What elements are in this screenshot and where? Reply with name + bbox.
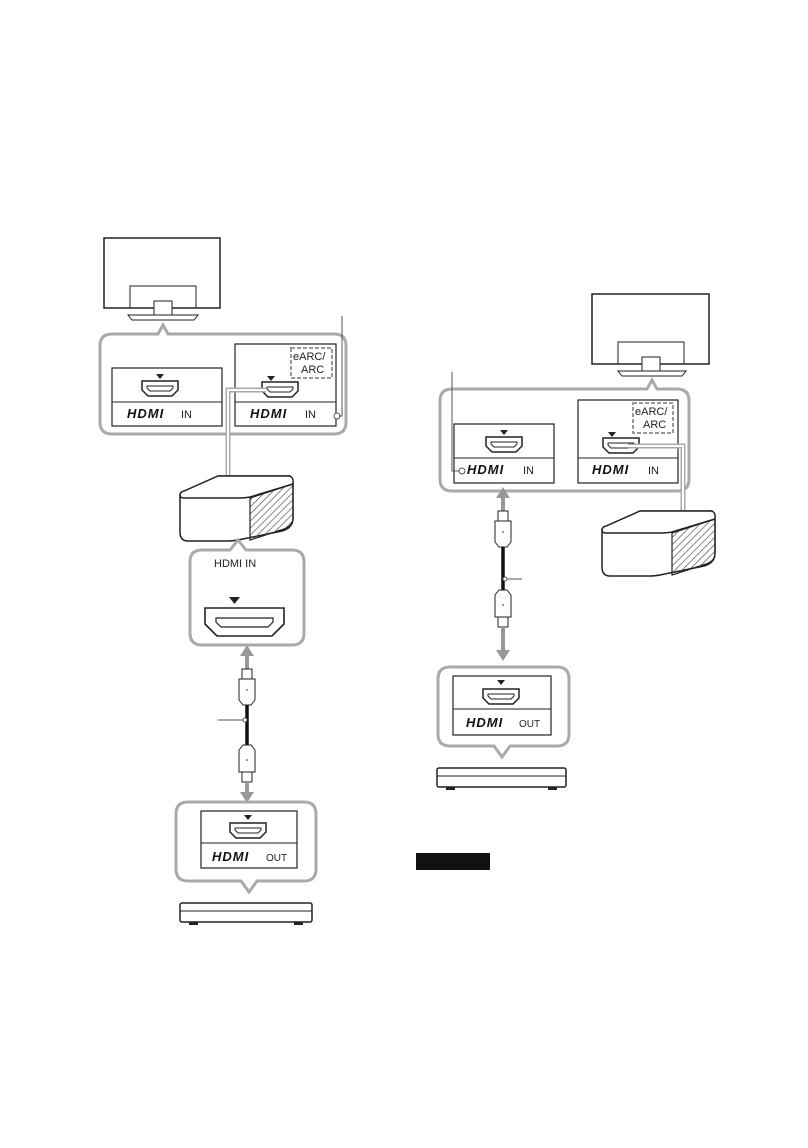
soundbar-hdmi-in-label: HDMI IN — [214, 558, 256, 570]
arc-label: ARC — [643, 419, 666, 431]
port-out-label: OUT — [266, 853, 287, 864]
hdmi-logo: HDMI — [466, 715, 503, 730]
note-label-bar — [416, 853, 490, 870]
soundbar-icon — [602, 511, 715, 576]
earc-label: eARC/ — [293, 351, 326, 363]
hdmi-logo: HDMI — [212, 849, 249, 864]
player-icon — [437, 768, 566, 790]
hdmi-logo: HDMI — [467, 462, 504, 477]
tv-hdmi-in-earc-port: eARC/ ARC HDMI IN — [578, 400, 678, 483]
hdmi-logo: HDMI — [127, 406, 164, 421]
earc-label: eARC/ — [635, 406, 668, 418]
hdmi-port-icon — [262, 382, 298, 397]
port-in-label: IN — [181, 409, 192, 421]
tv-icon — [592, 294, 709, 376]
hdmi-cable-icon — [495, 487, 522, 661]
arc-label: ARC — [301, 364, 324, 376]
hdmi-logo: HDMI — [250, 406, 287, 421]
hdmi-cable-icon — [218, 645, 255, 803]
soundbar-icon — [180, 476, 293, 541]
right-diagram: HDMI IN eARC/ ARC HDMI IN — [437, 294, 715, 790]
player-hdmi-out-port: HDMI OUT — [201, 811, 297, 868]
port-in-label: IN — [305, 409, 316, 421]
hdmi-port-icon — [486, 437, 522, 452]
port-in-label: IN — [648, 465, 659, 477]
tv-hdmi-in-port-1: HDMI IN — [112, 368, 222, 426]
port-in-label: IN — [523, 465, 534, 477]
tv-icon — [104, 238, 220, 320]
left-diagram: HDMI IN eARC/ ARC HDMI IN — [100, 238, 346, 925]
hdmi-port-icon — [483, 689, 519, 704]
hdmi-port-icon — [205, 608, 284, 636]
player-icon — [180, 903, 312, 925]
player-hdmi-out-port: HDMI OUT — [453, 676, 551, 735]
hdmi-logo: HDMI — [592, 462, 629, 477]
hdmi-port-icon — [142, 381, 178, 396]
port-out-label: OUT — [519, 719, 540, 730]
hdmi-port-icon — [230, 823, 266, 838]
